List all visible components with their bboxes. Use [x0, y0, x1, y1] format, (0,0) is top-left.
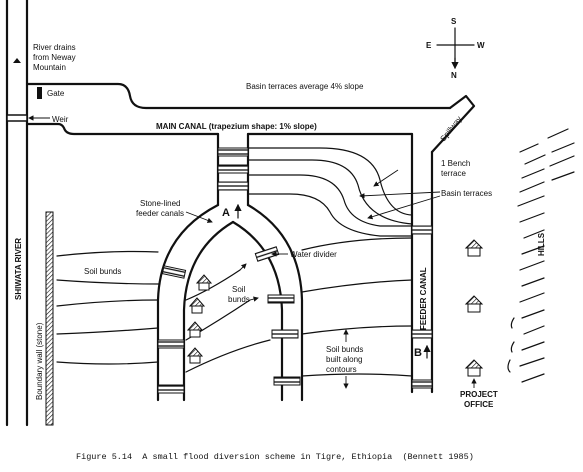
soil-bunds-mid-label: Soil bunds [228, 285, 250, 304]
soil-bunds-mid-line-2: bunds [228, 295, 250, 304]
svg-text:bunds: bunds [228, 295, 250, 304]
stone-lined-line-1: Stone-lined [140, 199, 180, 208]
stone-lined-label: Stone-lined feeder canals [136, 199, 213, 223]
compass-e-label: E [426, 41, 432, 50]
stone-lined-line-2: feeder canals [136, 209, 184, 218]
hills-label: HILLS [537, 232, 546, 256]
boundary-wall: Boundary wall (stone) [35, 211, 54, 426]
river-drains-line-3: Mountain [33, 63, 66, 72]
hut-icon [464, 239, 484, 257]
bench-terrace-line-1: 1 Bench [441, 159, 470, 168]
water-divider-label: Water divider [290, 250, 337, 259]
basin-slope-label: Basin terraces average 4% slope [246, 82, 364, 91]
shiwata-river-label: SHIWATA RIVER [14, 238, 23, 300]
compass-rose: S N E W [426, 17, 485, 80]
boundary-wall-label: Boundary wall (stone) [35, 322, 44, 400]
soil-bunds-mid-line-1: Soil [232, 285, 246, 294]
basin-terraces-label: Basin terraces [441, 189, 492, 198]
river-drains-line-2: from Neway [33, 53, 76, 62]
svg-text:Stone-lined: Stone-lined [140, 199, 180, 208]
spillway: Spillway [430, 94, 476, 154]
spillway-label: Spillway [438, 115, 463, 144]
svg-text:OFFICE: OFFICE [464, 400, 494, 409]
svg-text:from Neway: from Neway [33, 53, 76, 62]
weir-label: Weir [52, 115, 69, 124]
svg-text:built along: built along [326, 355, 362, 364]
hut-icon [464, 295, 484, 313]
bench-terrace-label: 1 Bench terrace [441, 159, 470, 178]
soil-bunds-left-label: Soil bunds [84, 267, 121, 276]
soil-bunds-contours-label: Soil bunds built along contours [326, 345, 363, 374]
gate-icon [37, 87, 42, 99]
compass-n-label: N [451, 71, 457, 80]
project-office-label: PROJECT OFFICE [460, 390, 498, 409]
soil-bunds-contours-line-1: Soil bunds [326, 345, 363, 354]
figure-caption: Figure 5.14 A small flood diversion sche… [76, 452, 474, 462]
hut-icon [195, 274, 213, 291]
weir: Weir [6, 114, 69, 124]
bench-terrace-line-2: terrace [441, 169, 466, 178]
project-office-line-1: PROJECT [460, 390, 498, 399]
soil-bunds-left: Soil bunds [56, 250, 161, 365]
soil-bunds-contours-line-3: contours [326, 365, 357, 374]
water-divider: Water divider [271, 250, 337, 259]
hut-icon [188, 297, 206, 314]
svg-text:Mountain: Mountain [33, 63, 66, 72]
svg-text:terrace: terrace [441, 169, 466, 178]
svg-text:1 Bench: 1 Bench [441, 159, 470, 168]
compass-w-label: W [477, 41, 485, 50]
huts [186, 239, 484, 388]
main-canal: MAIN CANAL (trapezium shape: 1% slope) B… [25, 82, 452, 136]
svg-text:PROJECT: PROJECT [460, 390, 498, 399]
svg-text:River drains: River drains [33, 43, 76, 52]
contours-right [301, 237, 413, 389]
river-drains-line-1: River drains [33, 43, 76, 52]
svg-text:contours: contours [326, 365, 357, 374]
point-a-label: A [222, 207, 230, 219]
stone-lined-feeder-canals: A [156, 132, 304, 402]
svg-text:Soil bunds: Soil bunds [326, 345, 363, 354]
hills: HILLS [507, 128, 575, 383]
feeder-canal: FEEDER CANAL B [410, 132, 434, 394]
river-source-label: River drains from Neway Mountain [33, 43, 76, 72]
gate-label: Gate [47, 89, 65, 98]
project-office-icon [464, 359, 484, 377]
hut-icon [186, 321, 204, 338]
main-canal-label: MAIN CANAL (trapezium shape: 1% slope) [156, 122, 317, 131]
svg-text:feeder canals: feeder canals [136, 209, 184, 218]
svg-text:Soil: Soil [232, 285, 246, 294]
feeder-canal-label: FEEDER CANAL [419, 267, 428, 330]
compass-s-label: S [451, 17, 457, 26]
point-b-label: B [414, 347, 422, 359]
shiwata-river: SHIWATA RIVER [5, 0, 29, 427]
gate: Gate [37, 87, 65, 99]
hut-icon [186, 347, 204, 364]
river-flow-arrow-icon [13, 58, 21, 63]
basin-terraces [247, 147, 441, 237]
project-office-line-2: OFFICE [464, 400, 494, 409]
soil-bunds-contours-line-2: built along [326, 355, 362, 364]
